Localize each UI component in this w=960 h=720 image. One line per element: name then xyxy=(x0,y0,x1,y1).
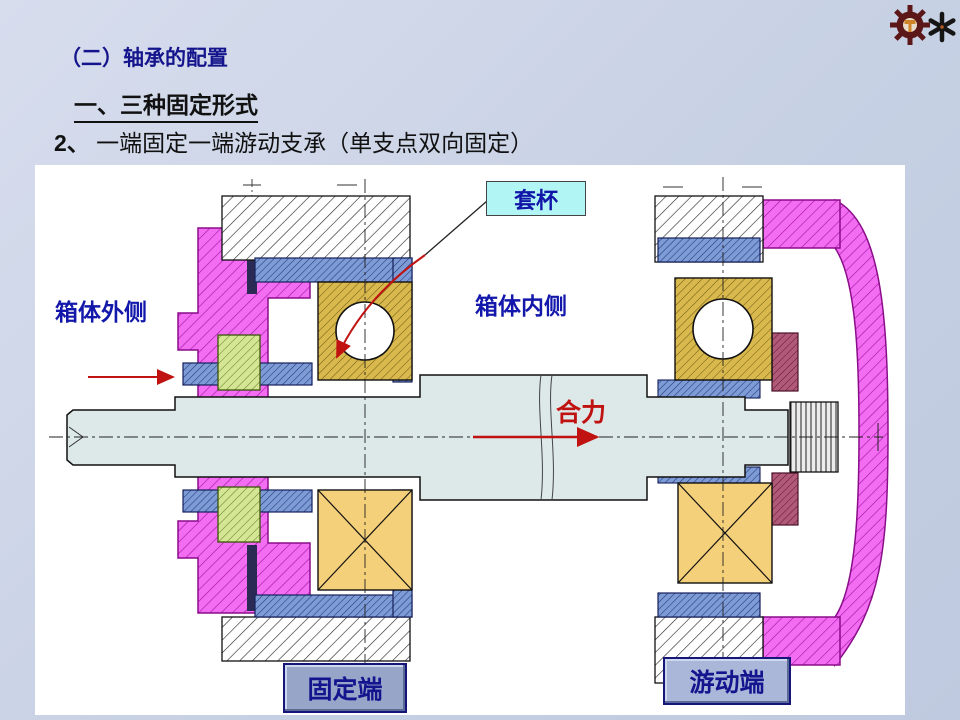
callout-arrow xyxy=(336,254,426,359)
gear-logo xyxy=(884,0,960,50)
right-housing-arm-top xyxy=(762,199,841,249)
sleeve-cup-callout: 套杯 xyxy=(486,181,586,216)
left-end-cover-top xyxy=(221,195,411,261)
label-housing-outside: 箱体外侧 xyxy=(55,299,147,325)
right-cover-seat-bottom xyxy=(657,592,761,618)
left-end-cover-bottom xyxy=(221,616,411,662)
left-gear-seal-top xyxy=(217,334,261,391)
label-housing-inside: 箱体内侧 xyxy=(475,293,567,319)
label-resultant-force: 合力 xyxy=(556,399,607,427)
right-shaft-liner-top xyxy=(657,379,761,399)
bearing-diagram xyxy=(49,177,889,684)
right-pinwheel-icon xyxy=(928,11,956,43)
bearing-diagram-panel: 套杯 箱体外侧 箱体内侧 合力 固定端 游动端 xyxy=(35,165,905,715)
section-heading: 一、三种固定形式 xyxy=(74,86,258,123)
right-spacer-top xyxy=(771,332,799,392)
floating-end-label: 游动端 xyxy=(663,657,791,705)
fixed-end-label: 固定端 xyxy=(283,663,407,713)
left-bolt-bottom xyxy=(247,545,257,611)
floating-end-assembly xyxy=(654,186,889,684)
item-number: 2、 xyxy=(54,130,90,156)
left-gear-icon xyxy=(890,5,930,45)
left-gear-seal-bottom xyxy=(217,486,261,543)
right-spacer-bottom xyxy=(771,472,799,526)
item-text: 一端固定一端游动支承（单支点双向固定） xyxy=(89,130,534,156)
shaft-break-line xyxy=(539,374,543,501)
slide-title: （二）轴承的配置 xyxy=(60,47,228,70)
gear-logo-icon xyxy=(890,5,956,45)
left-bolt-top xyxy=(247,228,257,294)
right-bearing-bottom xyxy=(677,482,773,584)
right-housing-magenta xyxy=(834,198,889,668)
center-lines xyxy=(49,177,883,670)
callout-leader-line xyxy=(424,200,488,256)
shaft-break-line xyxy=(550,374,554,501)
item-line: 2、 一端固定一端游动支承（单支点双向固定） xyxy=(54,124,533,158)
right-bearing-top xyxy=(674,277,773,381)
right-cover-seat-top xyxy=(657,237,761,263)
